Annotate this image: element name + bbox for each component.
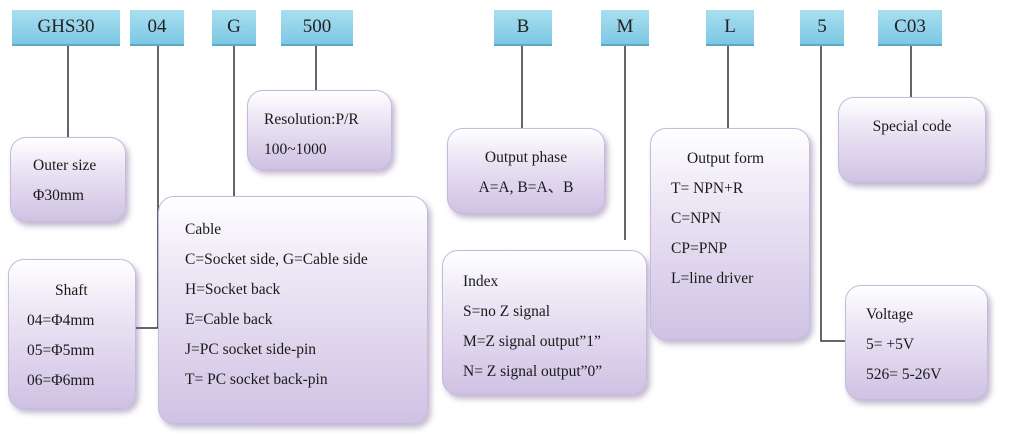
- special-code-title: Special code: [872, 118, 952, 135]
- shaft-option: 04=Φ4mm: [27, 312, 95, 329]
- voltage-title: Voltage: [866, 306, 914, 323]
- cable-option: T= PC socket back-pin: [185, 371, 328, 388]
- cable-option: J=PC socket side-pin: [185, 341, 317, 358]
- cable-option: C=Socket side, G=Cable side: [185, 251, 368, 268]
- code-model: GHS30: [12, 10, 120, 46]
- voltage-box: Voltage 5= +5V 526= 5-26V: [845, 285, 988, 400]
- index-option: M=Z signal output”1”: [463, 333, 601, 350]
- code-outer-size: 04: [130, 10, 184, 46]
- code-resolution: 500: [281, 10, 353, 46]
- output-form-option: C=NPN: [671, 210, 722, 227]
- special-code-box: Special code: [838, 97, 986, 183]
- outer-size-box: Outer size Φ30mm: [10, 137, 126, 222]
- resolution-box: Resolution:P/R 100~1000: [247, 90, 392, 170]
- output-phase-value: A=A, B=A、B: [478, 179, 574, 196]
- code-output-form: L: [706, 10, 754, 46]
- code-output-phase: B: [494, 10, 552, 46]
- output-form-title: Output form: [687, 150, 765, 167]
- index-option: S=no Z signal: [463, 303, 551, 320]
- cable-option: H=Socket back: [185, 281, 281, 298]
- output-form-option: T= NPN+R: [671, 180, 744, 197]
- cable-box: Cable C=Socket side, G=Cable side H=Sock…: [158, 196, 428, 424]
- output-phase-title: Output phase: [484, 149, 568, 166]
- output-form-option: CP=PNP: [671, 240, 728, 257]
- output-form-option: L=line driver: [671, 270, 754, 287]
- code-index: M: [601, 10, 649, 46]
- resolution-title: Resolution:P/R: [264, 111, 359, 128]
- resolution-range: 100~1000: [264, 141, 327, 158]
- outer-size-title: Outer size: [33, 157, 97, 174]
- shaft-option: 05=Φ5mm: [27, 342, 95, 359]
- voltage-option: 5= +5V: [866, 336, 915, 353]
- code-voltage: 5: [800, 10, 844, 46]
- code-special: C03: [878, 10, 942, 46]
- shaft-title: Shaft: [55, 282, 88, 299]
- outer-size-value: Φ30mm: [33, 187, 84, 204]
- output-phase-box: Output phase A=A, B=A、B: [447, 128, 605, 214]
- voltage-option: 526= 5-26V: [866, 366, 942, 383]
- index-option: N= Z signal output”0”: [463, 363, 603, 380]
- cable-option: E=Cable back: [185, 311, 273, 328]
- shaft-box: Shaft 04=Φ4mm 05=Φ5mm 06=Φ6mm: [8, 259, 136, 409]
- output-form-box: Output form T= NPN+R C=NPN CP=PNP L=line…: [650, 128, 810, 340]
- index-title: Index: [463, 273, 499, 290]
- shaft-option: 06=Φ6mm: [27, 372, 95, 389]
- index-box: Index S=no Z signal M=Z signal output”1”…: [442, 250, 647, 395]
- code-cable: G: [212, 10, 256, 46]
- cable-title: Cable: [185, 221, 222, 238]
